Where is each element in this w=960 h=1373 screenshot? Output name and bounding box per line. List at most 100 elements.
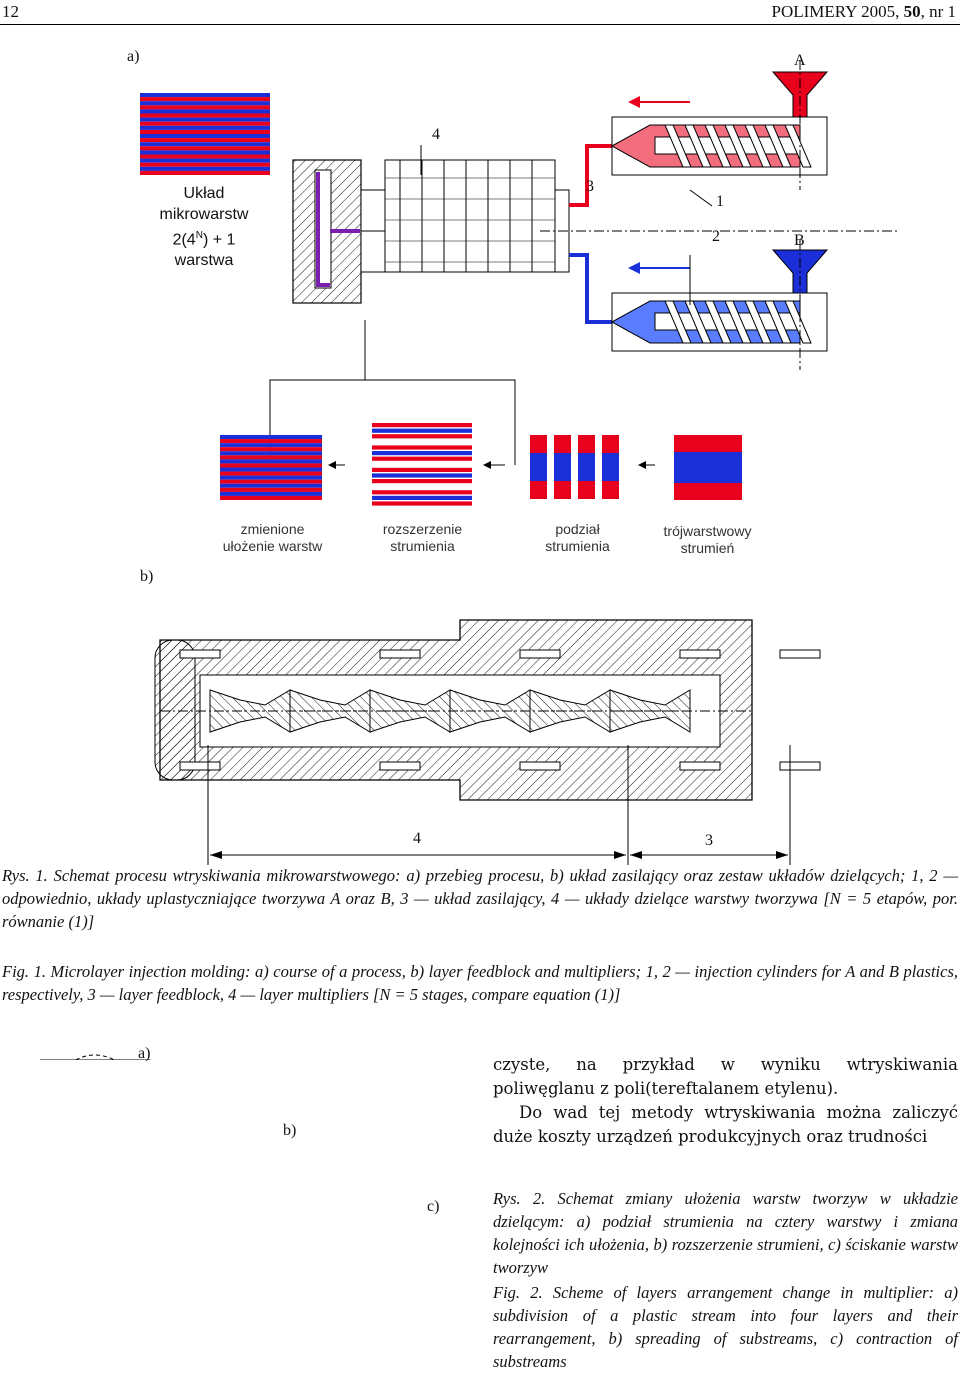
stripe [372, 507, 472, 512]
block-blue [530, 453, 547, 481]
stripe [372, 495, 472, 500]
stripe [220, 491, 322, 496]
screw-flight [724, 124, 752, 168]
stripe [140, 125, 270, 130]
stripe [140, 97, 270, 102]
stripe [220, 435, 322, 440]
block-red [578, 481, 595, 499]
fig2-panel-a: a) [138, 1045, 151, 1062]
page-number: 12 [2, 2, 19, 21]
stripe [372, 451, 472, 456]
stage-spreading [372, 423, 472, 512]
screw-flight [764, 124, 792, 168]
stripe [220, 495, 322, 500]
stripe [220, 455, 322, 460]
microlayer-stripes [140, 93, 270, 175]
stripe [140, 166, 270, 171]
block-red [530, 481, 547, 499]
stripe [140, 158, 270, 163]
mold-block [292, 159, 362, 304]
stripe [140, 105, 270, 110]
stripe [140, 142, 270, 147]
screw-flight [744, 124, 772, 168]
screw-flight [664, 124, 692, 168]
stripe [372, 479, 472, 484]
stripe [372, 439, 472, 444]
bolt [519, 649, 561, 659]
stripe [220, 475, 322, 480]
screw-flight [704, 300, 732, 344]
body-paragraph-2: Do wad tej metody wtryskiwania można zal… [493, 1103, 958, 1146]
microlayer-label: Układ mikrowarstw 2(4N) + 1 warstwa [144, 183, 264, 271]
body-paragraph-1: czyste, na przykład w wyniku wtryskiwani… [493, 1055, 958, 1098]
stripe [372, 434, 472, 439]
stripe [372, 467, 472, 472]
stripe [220, 487, 322, 492]
stage-changed-order [220, 435, 322, 500]
stripe [220, 459, 322, 464]
screw-flight [684, 124, 712, 168]
stripe [140, 150, 270, 155]
dim-label-3: 3 [705, 832, 713, 849]
label-A: A [794, 52, 806, 69]
block-blue [602, 453, 619, 481]
label-4: 4 [432, 126, 440, 143]
stripe [140, 117, 270, 122]
stripe [140, 113, 270, 118]
stripe [372, 423, 472, 428]
stripe [220, 439, 322, 444]
screw-flight [744, 300, 772, 344]
stripe [372, 490, 472, 495]
bolt [179, 649, 221, 659]
block-red [578, 435, 595, 453]
stripe [140, 101, 270, 106]
stripe [372, 462, 472, 467]
stripe [220, 483, 322, 488]
stripe [140, 138, 270, 143]
stripe [372, 473, 472, 478]
label-1: 1 [716, 193, 724, 210]
block-red [554, 435, 571, 453]
stripe [140, 162, 270, 167]
dim-label-4: 4 [413, 830, 421, 847]
bolt [379, 761, 421, 771]
figure-1-diagram [40, 60, 900, 1060]
bolt [379, 649, 421, 659]
stripe [220, 451, 322, 456]
layer-multiplier-4 [360, 145, 556, 273]
stripe [140, 146, 270, 151]
stripe [372, 484, 472, 489]
stripe [372, 456, 472, 461]
layer-red [674, 483, 742, 500]
layer-red [674, 435, 742, 452]
screw-flight [664, 300, 692, 344]
block-red [554, 481, 571, 499]
fig2-panel-b: b) [283, 1122, 297, 1139]
panel-a-label: a) [127, 48, 140, 65]
fig2-cylinder-a [40, 1054, 151, 1060]
stripe [220, 443, 322, 448]
layer-blue [674, 452, 742, 483]
screw-flight [784, 124, 812, 168]
stripe [372, 428, 472, 433]
caption-fig2-en: Fig. 2. Scheme of layers arrangement cha… [493, 1283, 958, 1371]
fig2-panel-c: c) [427, 1198, 440, 1215]
feedblock-3 [540, 144, 900, 324]
journal-header: POLIMERY 2005, 50, nr 1 [771, 2, 957, 21]
block-blue [578, 453, 595, 481]
stripe [220, 467, 322, 472]
block-red [602, 481, 619, 499]
label-B: B [794, 232, 805, 249]
bolt [779, 761, 821, 771]
label-3: 3 [586, 178, 594, 195]
stripe [372, 501, 472, 506]
stripe [220, 471, 322, 476]
bolt [679, 649, 721, 659]
header-rule [0, 24, 960, 25]
stripe [140, 93, 270, 98]
screw-flight [704, 124, 732, 168]
bolt [679, 761, 721, 771]
